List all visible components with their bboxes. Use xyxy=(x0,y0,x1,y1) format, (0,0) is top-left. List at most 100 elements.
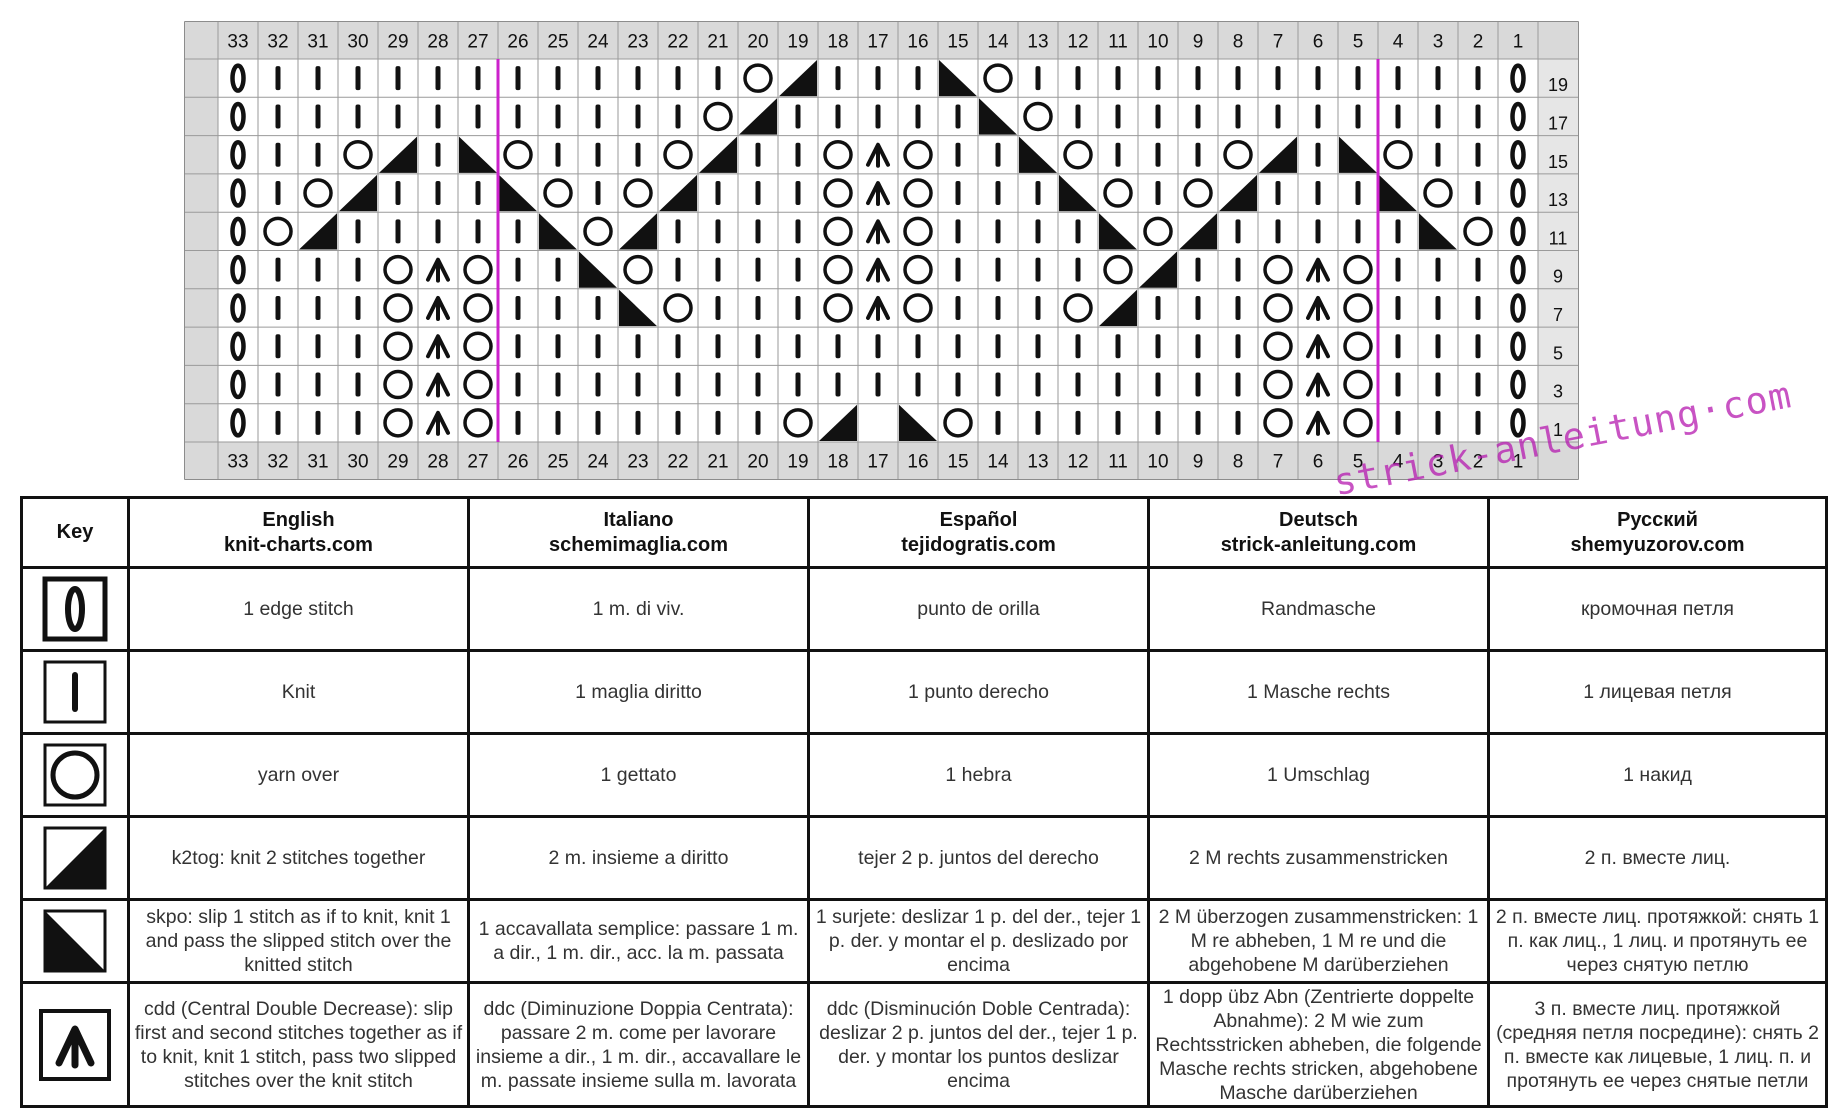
k2tog-stitch-mark xyxy=(659,174,697,212)
knit-stitch-mark xyxy=(1435,372,1441,397)
knit-stitch-mark xyxy=(755,295,761,320)
knit-stitch-mark xyxy=(355,219,361,244)
key-symbol-cell xyxy=(20,815,130,901)
knit-stitch-mark xyxy=(1315,219,1321,244)
knit-stitch-mark xyxy=(1075,66,1081,91)
yarn-over-stitch-mark xyxy=(383,331,413,361)
yarn-over-stitch-mark xyxy=(1463,216,1493,247)
knit-stitch-mark xyxy=(635,334,641,359)
key-description-cell: 1 maglia diritto xyxy=(467,649,810,735)
key-description-cell: tejer 2 p. juntos del derecho xyxy=(807,815,1150,901)
knit-stitch-mark xyxy=(1155,410,1161,435)
knit-stitch-mark xyxy=(1395,410,1401,435)
knit-stitch-mark xyxy=(955,257,961,282)
knit-stitch-mark xyxy=(395,66,401,91)
knit-stitch-mark xyxy=(555,372,561,397)
edge-stitch-stitch-mark xyxy=(1510,178,1526,208)
knit-stitch-mark xyxy=(1435,257,1441,282)
yarn-over-stitch-mark xyxy=(823,293,853,323)
knit-stitch-mark xyxy=(275,334,281,359)
k2tog-icon xyxy=(43,826,107,890)
yarn-over-stitch-mark xyxy=(463,331,493,361)
knit-stitch-mark xyxy=(1155,104,1161,129)
yarn-over-stitch-mark xyxy=(783,408,813,438)
cdd-stitch-mark xyxy=(1306,295,1330,321)
knit-stitch-mark xyxy=(795,142,801,167)
knit-stitch-mark xyxy=(995,219,1001,244)
knit-stitch-mark xyxy=(1435,66,1441,91)
knit-stitch-mark xyxy=(1155,295,1161,320)
knit-stitch-mark xyxy=(595,181,601,206)
key-description-cell: 1 surjete: deslizar 1 p. del der., tejer… xyxy=(807,898,1150,984)
knit-stitch-mark xyxy=(1195,295,1201,320)
row-number: 15 xyxy=(1548,152,1568,172)
knit-stitch-mark xyxy=(875,334,881,359)
key-description-cell: кромочная петля xyxy=(1487,566,1828,652)
yarn-over-stitch-mark xyxy=(583,216,613,247)
knit-stitch-mark xyxy=(1475,372,1481,397)
knit-stitch-mark xyxy=(755,257,761,282)
column-number-bottom: 6 xyxy=(1313,452,1324,473)
yarn-over-stitch-mark xyxy=(1343,369,1373,400)
knit-stitch-mark xyxy=(1355,219,1361,244)
key-description-cell: 2 M rechts zusammenstricken xyxy=(1147,815,1490,901)
column-number-top: 14 xyxy=(987,32,1009,53)
knit-stitch-mark xyxy=(515,372,521,397)
knit-stitch-mark xyxy=(675,104,681,129)
knit-stitch-mark xyxy=(1475,181,1481,206)
knit-stitch-mark xyxy=(1195,257,1201,282)
knit-stitch-mark xyxy=(955,181,961,206)
column-number-bottom: 4 xyxy=(1393,452,1404,473)
column-number-top: 26 xyxy=(507,32,528,53)
knit-stitch-mark xyxy=(1475,295,1481,320)
knit-stitch-mark xyxy=(355,66,361,91)
column-number-top: 19 xyxy=(787,32,808,53)
k2tog-stitch-mark xyxy=(619,213,657,250)
key-description-cell: 1 лицевая петля xyxy=(1487,649,1828,735)
yarn-over-stitch-mark xyxy=(543,178,573,208)
knit-stitch-mark xyxy=(635,142,641,167)
key-description-cell: skpo: slip 1 stitch as if to knit, knit … xyxy=(127,898,470,984)
yarn-over-stitch-mark xyxy=(1063,293,1093,323)
edge-stitch-stitch-mark xyxy=(1510,140,1526,170)
knitting-chart: 3333323231313030292928282727262625252424… xyxy=(184,21,1579,480)
row-number: 3 xyxy=(1553,382,1563,402)
knit-stitch-mark xyxy=(475,181,481,206)
yarn-over-stitch-mark xyxy=(383,369,413,400)
knit-stitch-mark xyxy=(515,257,521,282)
cdd-stitch-mark xyxy=(426,372,450,398)
column-number-top: 4 xyxy=(1393,32,1404,53)
column-number-top: 24 xyxy=(587,32,609,53)
yarn-over-stitch-mark xyxy=(1143,216,1173,247)
knit-stitch-mark xyxy=(755,181,761,206)
knit-stitch-mark xyxy=(1475,104,1481,129)
knit-stitch-mark xyxy=(1235,334,1241,359)
knit-stitch-mark xyxy=(635,410,641,435)
yarn-over-stitch-mark xyxy=(1103,254,1133,285)
knit-stitch-mark xyxy=(1195,372,1201,397)
knit-stitch-mark xyxy=(1275,66,1281,91)
yarn-over-stitch-mark xyxy=(1383,140,1413,170)
column-number-bottom: 13 xyxy=(1027,452,1048,473)
knit-stitch-mark xyxy=(395,104,401,129)
knit-stitch-mark xyxy=(315,66,321,91)
column-number-top: 27 xyxy=(467,32,488,53)
knit-stitch-mark xyxy=(1435,334,1441,359)
key-description-cell: 1 m. di viv. xyxy=(467,566,810,652)
knit-stitch-mark xyxy=(1035,181,1041,206)
yarn-over-stitch-mark xyxy=(903,216,933,247)
knit-stitch-mark xyxy=(755,410,761,435)
key-row-skpo: skpo: slip 1 stitch as if to knit, knit … xyxy=(20,898,1828,984)
column-number-top: 9 xyxy=(1193,32,1204,53)
column-number-bottom: 5 xyxy=(1353,452,1364,473)
knit-stitch-mark xyxy=(1235,66,1241,91)
key-description-cell: k2tog: knit 2 stitches together xyxy=(127,815,470,901)
cdd-stitch-mark xyxy=(866,219,890,245)
knit-stitch-mark xyxy=(1195,142,1201,167)
column-number-bottom: 7 xyxy=(1273,452,1284,473)
edge-stitch-stitch-mark xyxy=(1510,369,1526,400)
